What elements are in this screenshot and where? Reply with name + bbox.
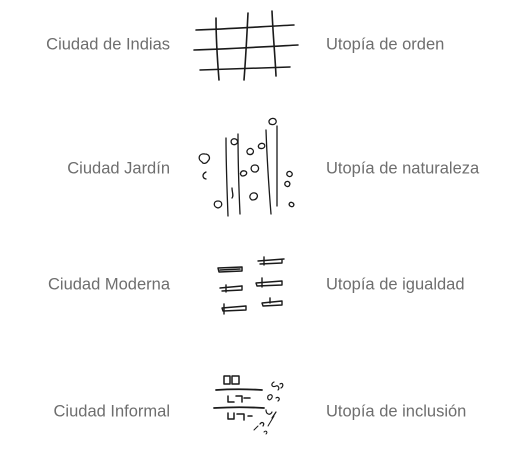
utopia-label-inclusion: Utopía de inclusión xyxy=(326,402,467,421)
diagram-row-jardin: Ciudad Jardín Utopía de naturaleza xyxy=(0,114,524,224)
utopia-label-naturaleza: Utopía de naturaleza xyxy=(326,159,480,178)
diagram-row-indias: Ciudad de Indias Utopía de orden xyxy=(0,0,524,90)
informal-settlement-sketch-icon xyxy=(176,362,312,462)
modern-blocks-sketch-icon xyxy=(176,240,312,330)
city-label-indias: Ciudad de Indias xyxy=(46,35,170,54)
city-label-jardin: Ciudad Jardín xyxy=(67,159,170,178)
garden-city-sketch-icon xyxy=(176,114,312,224)
diagram-row-informal: Ciudad Informal Utopía de inclusión xyxy=(0,362,524,462)
city-label-informal: Ciudad Informal xyxy=(53,402,170,421)
grid-sketch-icon xyxy=(176,0,312,90)
utopia-label-igualdad: Utopía de igualdad xyxy=(326,275,465,294)
city-label-moderna: Ciudad Moderna xyxy=(48,275,170,294)
diagram-row-moderna: Ciudad Moderna Utopía de igualdad xyxy=(0,240,524,330)
utopia-label-orden: Utopía de orden xyxy=(326,35,445,54)
